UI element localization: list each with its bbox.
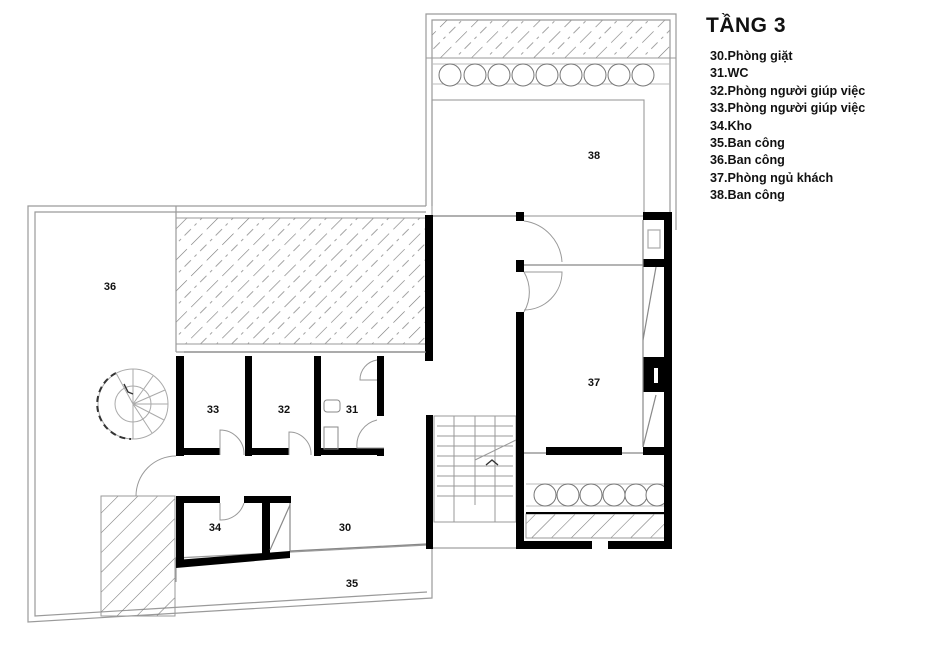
door-swings bbox=[135, 220, 563, 521]
room-label-37: 37 bbox=[588, 377, 600, 389]
room-label-30: 30 bbox=[339, 522, 351, 534]
legend-list: 30.Phòng giặt 31.WC 32.Phòng người giúp … bbox=[706, 48, 865, 205]
planter-top bbox=[426, 19, 676, 59]
legend-item-34: 34.Kho bbox=[710, 118, 752, 133]
walls bbox=[176, 212, 672, 568]
room-label-33: 33 bbox=[207, 404, 219, 416]
room-label-32: 32 bbox=[278, 404, 290, 416]
planter-bottom-right bbox=[525, 512, 667, 539]
balcony-38-outline bbox=[431, 99, 645, 217]
void-hatched bbox=[175, 206, 427, 353]
room-label-38: 38 bbox=[588, 150, 600, 162]
spiral-stair bbox=[96, 368, 169, 440]
room-label-31: 31 bbox=[346, 404, 358, 416]
legend-item-36: 36.Ban công bbox=[710, 153, 785, 168]
floor-title: TẦNG 3 bbox=[706, 14, 787, 37]
staircase bbox=[432, 415, 517, 549]
legend-item-38: 38.Ban công bbox=[710, 188, 785, 203]
partitions bbox=[184, 215, 661, 552]
planter-bottom-left bbox=[100, 495, 176, 617]
room-label-36: 36 bbox=[104, 281, 116, 293]
room-label-35: 35 bbox=[346, 578, 358, 590]
window-slot bbox=[654, 368, 658, 383]
legend-item-30: 30.Phòng giặt bbox=[710, 49, 793, 63]
legend-item-32: 32.Phòng người giúp việc bbox=[710, 83, 866, 98]
legend-item-37: 37.Phòng ngủ khách bbox=[710, 170, 834, 185]
legend-item-31: 31.WC bbox=[710, 66, 749, 81]
wc-fixtures bbox=[323, 399, 341, 450]
shrub-row-top bbox=[432, 63, 670, 87]
shrub-row-bottom bbox=[526, 483, 669, 507]
legend-item-35: 35.Ban công bbox=[710, 136, 785, 151]
legend-item-33: 33.Phòng người giúp việc bbox=[710, 101, 866, 116]
room-label-34: 34 bbox=[209, 522, 222, 534]
legend: TẦNG 3 30.Phòng giặt 31.WC 32.Phòng ngườ… bbox=[706, 14, 865, 205]
